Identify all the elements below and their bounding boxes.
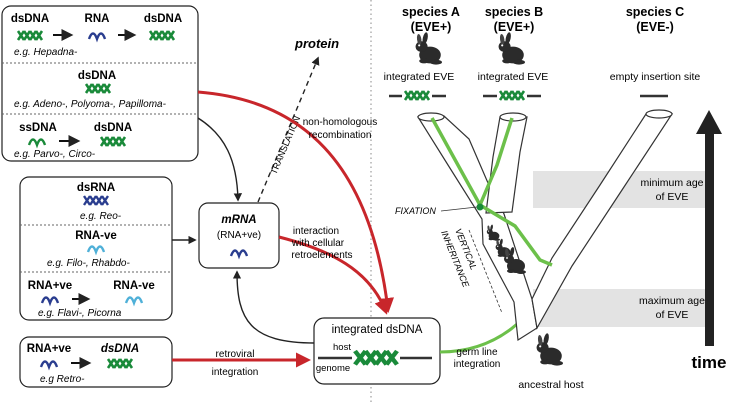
fixation-pointer [440, 206, 478, 212]
germline-integration-label: integration [454, 359, 501, 370]
species-c-site: empty insertion site [610, 71, 701, 83]
species-a-mouse-icon [415, 31, 442, 65]
non-homologous-label: non-homologous [303, 117, 378, 128]
species-b-status: (EVE+) [494, 20, 535, 34]
retro-dsdna-label: dsDNA [101, 343, 139, 355]
filo-example: e.g. Filo-, Rhabdo- [47, 258, 130, 269]
rna-virus-box [19, 176, 173, 321]
species-c-name: species C [626, 5, 684, 19]
flavi-rna-negative-label: RNA-ve [113, 280, 155, 292]
eve-lineage-a [430, 117, 553, 267]
protein-label: protein [294, 36, 339, 51]
host-label: host [333, 342, 351, 353]
species-a-status: (EVE+) [411, 20, 452, 34]
integration-label: integration [212, 367, 259, 378]
eve-lineage-b [478, 117, 514, 206]
phylogenetic-tree [416, 109, 674, 342]
max-age-band [533, 289, 713, 327]
hepadna-dsdna-label: dsDNA [11, 13, 49, 25]
max-age-sub-label: of EVE [656, 309, 689, 321]
mrna-box [198, 202, 280, 269]
retro-virus-box [19, 336, 173, 388]
species-b-name: species B [485, 5, 543, 19]
parvo-example: e.g. Parvo-, Circo- [14, 149, 96, 160]
species-a-site: integrated EVE [384, 71, 455, 83]
interaction-label: interaction [293, 226, 339, 237]
germline-label: germ line [456, 347, 498, 358]
retro-rna-positive-label: RNA+ve [27, 343, 71, 355]
recombination-label: recombination [309, 130, 372, 141]
eve-dna-b-icon [498, 89, 526, 102]
retroelement-arrow [278, 235, 389, 315]
time-arrow-head [696, 110, 722, 134]
with-cellular-label: with cellular [291, 238, 345, 249]
dna-virus-box [1, 5, 199, 162]
reo-example: e.g. Reo- [80, 211, 122, 222]
max-age-label: maximum age [639, 295, 705, 307]
retroelements-label: retroelements [291, 250, 352, 261]
retroviral-label: retroviral [216, 349, 255, 360]
flavi-rna-positive-label: RNA+ve [28, 280, 72, 292]
translation-arrow [257, 56, 320, 203]
time-arrow-shaft [705, 133, 714, 346]
adeno-example: e.g. Adeno-, Polyoma-, Papilloma- [14, 99, 167, 110]
flavi-example: e.g. Flavi-, Picorna [38, 308, 122, 319]
parvo-dsdna-label: dsDNA [94, 122, 132, 134]
fixation-point [476, 203, 484, 211]
dsrna-label: dsRNA [77, 182, 115, 194]
ancestral-host-label: ancestral host [518, 379, 583, 391]
hepadna-rna-label: RNA [85, 13, 110, 25]
species-c-status: (EVE-) [636, 20, 674, 34]
genome-label: genome [316, 363, 350, 374]
mrna-title: mRNA [221, 214, 256, 226]
ancestral-mouse-icon [536, 332, 563, 366]
rna-negative-label: RNA-ve [75, 230, 117, 242]
time-label: time [692, 353, 727, 372]
min-age-label: minimum age [640, 177, 703, 189]
species-b-mouse-icon [498, 31, 525, 65]
hepadna-dsdna2-label: dsDNA [144, 13, 182, 25]
species-b-site: integrated EVE [478, 71, 549, 83]
dna-to-mrna-arrow [197, 117, 243, 202]
fixation-label: FIXATION [395, 206, 436, 216]
hepadna-example: e.g. Hepadna- [14, 47, 78, 58]
adeno-dsdna-label: dsDNA [78, 70, 116, 82]
retro-example: e.g Retro- [40, 374, 85, 385]
min-age-sub-label: of EVE [656, 191, 689, 203]
integrated-dsdna-title: integrated dsDNA [332, 324, 423, 336]
species-a-name: species A [402, 5, 460, 19]
dsdna-to-mrna-arrow [232, 270, 316, 344]
eve-dna-a-icon [403, 89, 431, 102]
parvo-ssdna-label: ssDNA [19, 122, 57, 134]
recombination-arrow [197, 90, 395, 313]
mrna-subtitle: (RNA+ve) [217, 230, 261, 241]
